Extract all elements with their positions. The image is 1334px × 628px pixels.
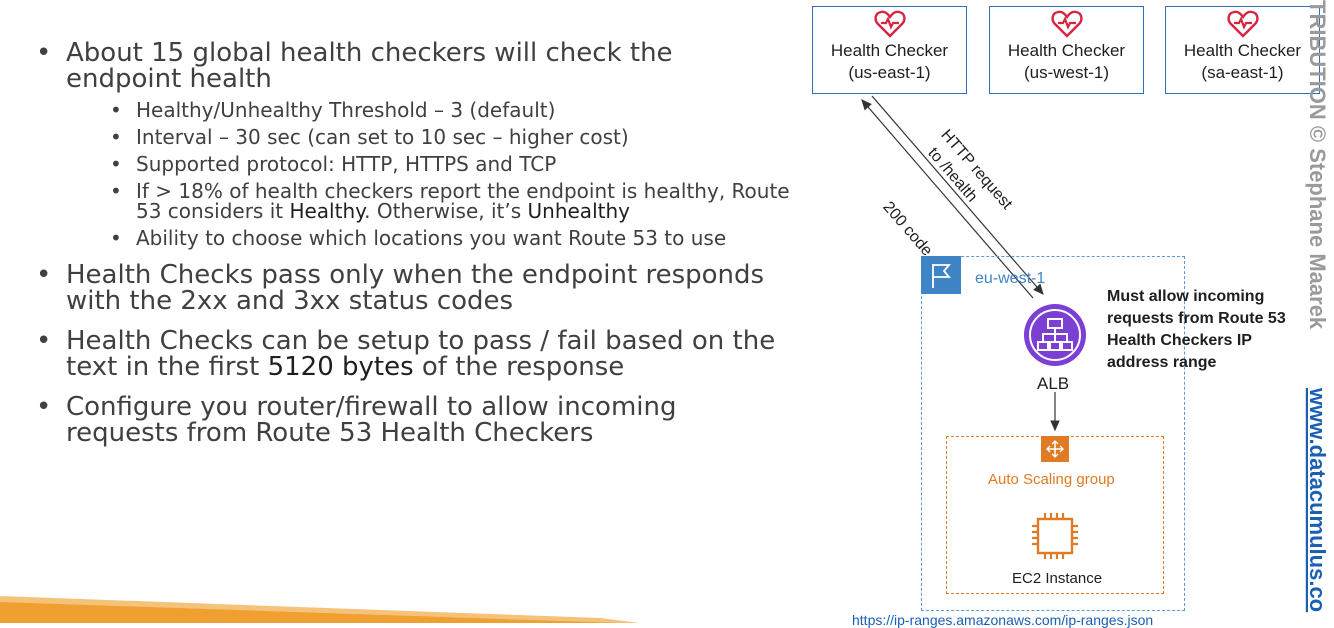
emphasis-unhealthy: Unhealthy xyxy=(527,199,630,223)
emphasis-healthy: Healthy xyxy=(289,199,365,223)
footer-accent-bar xyxy=(0,596,640,623)
bullet-text-match: Health Checks can be setup to pass / fai… xyxy=(36,328,796,380)
heart-pulse-icon xyxy=(1050,10,1083,38)
checker-name: Health Checker xyxy=(1183,41,1302,60)
bullet-text: of the response xyxy=(413,352,625,382)
response-arrow xyxy=(861,99,1034,299)
sub-bullet-text: If > 18% of health checkers report the e… xyxy=(136,179,790,223)
checker-name: Health Checker xyxy=(1007,41,1126,60)
sub-bullet-protocol: Supported protocol: HTTP, HTTPS and TCP xyxy=(110,154,796,174)
sub-bullet-locations: Ability to choose which locations you wa… xyxy=(110,228,796,248)
request-arrow xyxy=(871,95,1044,295)
bullet-firewall: Configure you router/firewall to allow i… xyxy=(36,394,796,446)
checker-region: (us-west-1) xyxy=(1023,63,1109,82)
sub-bullet-text: . Otherwise, it’s xyxy=(364,199,528,223)
sub-bullet-threshold: Healthy/Unhealthy Threshold – 3 (default… xyxy=(110,100,796,120)
region-eu-west-1 xyxy=(921,256,1185,611)
ip-ranges-link[interactable]: https://ip-ranges.amazonaws.com/ip-range… xyxy=(852,612,1154,628)
asg-label: Auto Scaling group xyxy=(988,471,1115,488)
bullet-list: About 15 global health checkers will che… xyxy=(36,40,796,460)
sub-bullet-text: Ability to choose which locations you wa… xyxy=(136,226,727,250)
heart-pulse-icon xyxy=(1226,10,1259,38)
ip-range-note: Must allow incoming requests from Route … xyxy=(1107,288,1286,371)
bullet-text: Configure you router/firewall to allow i… xyxy=(66,392,677,448)
sub-bullet-text: Healthy/Unhealthy Threshold – 3 (default… xyxy=(136,98,556,122)
alb-label: ALB xyxy=(1037,374,1070,393)
bullet-status-codes: Health Checks pass only when the endpoin… xyxy=(36,262,796,314)
health-checker-sa-east-1: Health Checker (sa-east-1) xyxy=(1165,6,1320,94)
emphasis-bytes: 5120 bytes xyxy=(267,352,414,382)
checker-region: (us-east-1) xyxy=(848,63,931,82)
checker-region: (sa-east-1) xyxy=(1201,63,1284,82)
watermark: TRIBUTION © Stephane Maarek www.datacumu… xyxy=(1305,0,1330,612)
ec2-chip-icon xyxy=(1032,513,1078,559)
ec2-label: EC2 Instance xyxy=(1012,570,1103,587)
sub-bullet-text: Supported protocol: HTTP, HTTPS and TCP xyxy=(136,152,557,176)
load-balancer-icon xyxy=(1024,304,1086,366)
sub-bullet-text: Interval – 30 sec (can set to 10 sec – h… xyxy=(136,125,629,149)
watermark-text: TRIBUTION © Stephane Maarek xyxy=(1305,0,1330,330)
sub-bullet-list: Healthy/Unhealthy Threshold – 3 (default… xyxy=(66,100,796,248)
bullet-text: Health Checks can be setup to pass / fai… xyxy=(66,326,776,382)
checker-name: Health Checker xyxy=(830,41,949,60)
auto-scaling-icon xyxy=(1041,436,1069,462)
sub-bullet-interval: Interval – 30 sec (can set to 10 sec – h… xyxy=(110,127,796,147)
bullet-global-checkers: About 15 global health checkers will che… xyxy=(36,40,796,248)
region-label: eu-west-1 xyxy=(975,270,1046,287)
watermark-link: www.datacumulus.co xyxy=(1305,387,1330,612)
bullet-text: Health Checks pass only when the endpoin… xyxy=(66,260,765,316)
heart-pulse-icon xyxy=(873,10,906,38)
health-checker-us-east-1: Health Checker (us-east-1) xyxy=(812,6,967,94)
sub-bullet-healthy-rule: If > 18% of health checkers report the e… xyxy=(110,181,796,221)
bullet-text: About 15 global health checkers will che… xyxy=(66,38,673,94)
region-flag-icon xyxy=(921,256,961,294)
health-checker-us-west-1: Health Checker (us-west-1) xyxy=(989,6,1144,94)
